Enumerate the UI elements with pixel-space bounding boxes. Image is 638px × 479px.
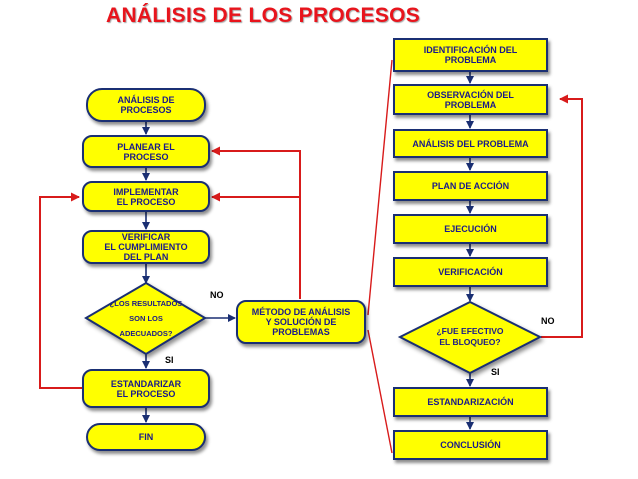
zoom-line-top — [367, 59, 393, 316]
method-box: MÉTODO DE ANÁLISIS Y SOLUCIÓN DE PROBLEM… — [236, 300, 366, 344]
decision-effective-text: ¿FUE EFECTIVO EL BLOQUEO? — [436, 326, 504, 347]
standardization-box: ESTANDARIZACIÓN — [393, 387, 548, 417]
loop-decision-to-observe — [541, 94, 583, 338]
start-node: ANÁLISIS DE PROCESOS — [86, 88, 206, 122]
end-node: FIN — [86, 423, 206, 451]
zoom-line-bottom — [367, 329, 393, 454]
identify-problem-box: IDENTIFICACIÓN DEL PROBLEMA — [393, 38, 548, 72]
decision-effective-diamond — [397, 300, 543, 375]
conclusion-box: CONCLUSIÓN — [393, 430, 548, 460]
label-no-right: NO — [541, 316, 555, 326]
plan-process-box: PLANEAR EL PROCESO — [82, 135, 210, 168]
implement-process-box: IMPLEMENTAR EL PROCESO — [82, 181, 210, 212]
verify-plan-box: VERIFICAR EL CUMPLIMIENTO DEL PLAN — [82, 230, 210, 264]
decision-results-text: ¿LOS RESULTADOS SON LOS ADECUADOS? — [109, 299, 183, 338]
execution-box: EJECUCIÓN — [393, 214, 548, 244]
label-si-right: SI — [491, 367, 500, 377]
observe-problem-box: OBSERVACIÓN DEL PROBLEMA — [393, 84, 548, 115]
verification-box: VERIFICACIÓN — [393, 257, 548, 287]
loop-method-to-plan — [211, 146, 301, 299]
problem-analysis-box: ANÁLISIS DEL PROBLEMA — [393, 129, 548, 158]
standardize-process-box: ESTANDARIZAR EL PROCESO — [82, 369, 210, 408]
loop-standardize-to-implement — [39, 192, 82, 389]
decision-results-diamond — [84, 281, 207, 356]
action-plan-box: PLAN DE ACCIÓN — [393, 171, 548, 201]
label-si-left: SI — [165, 355, 174, 365]
page-title: ANÁLISIS DE LOS PROCESOS — [106, 4, 421, 27]
label-no-left: NO — [210, 290, 224, 300]
